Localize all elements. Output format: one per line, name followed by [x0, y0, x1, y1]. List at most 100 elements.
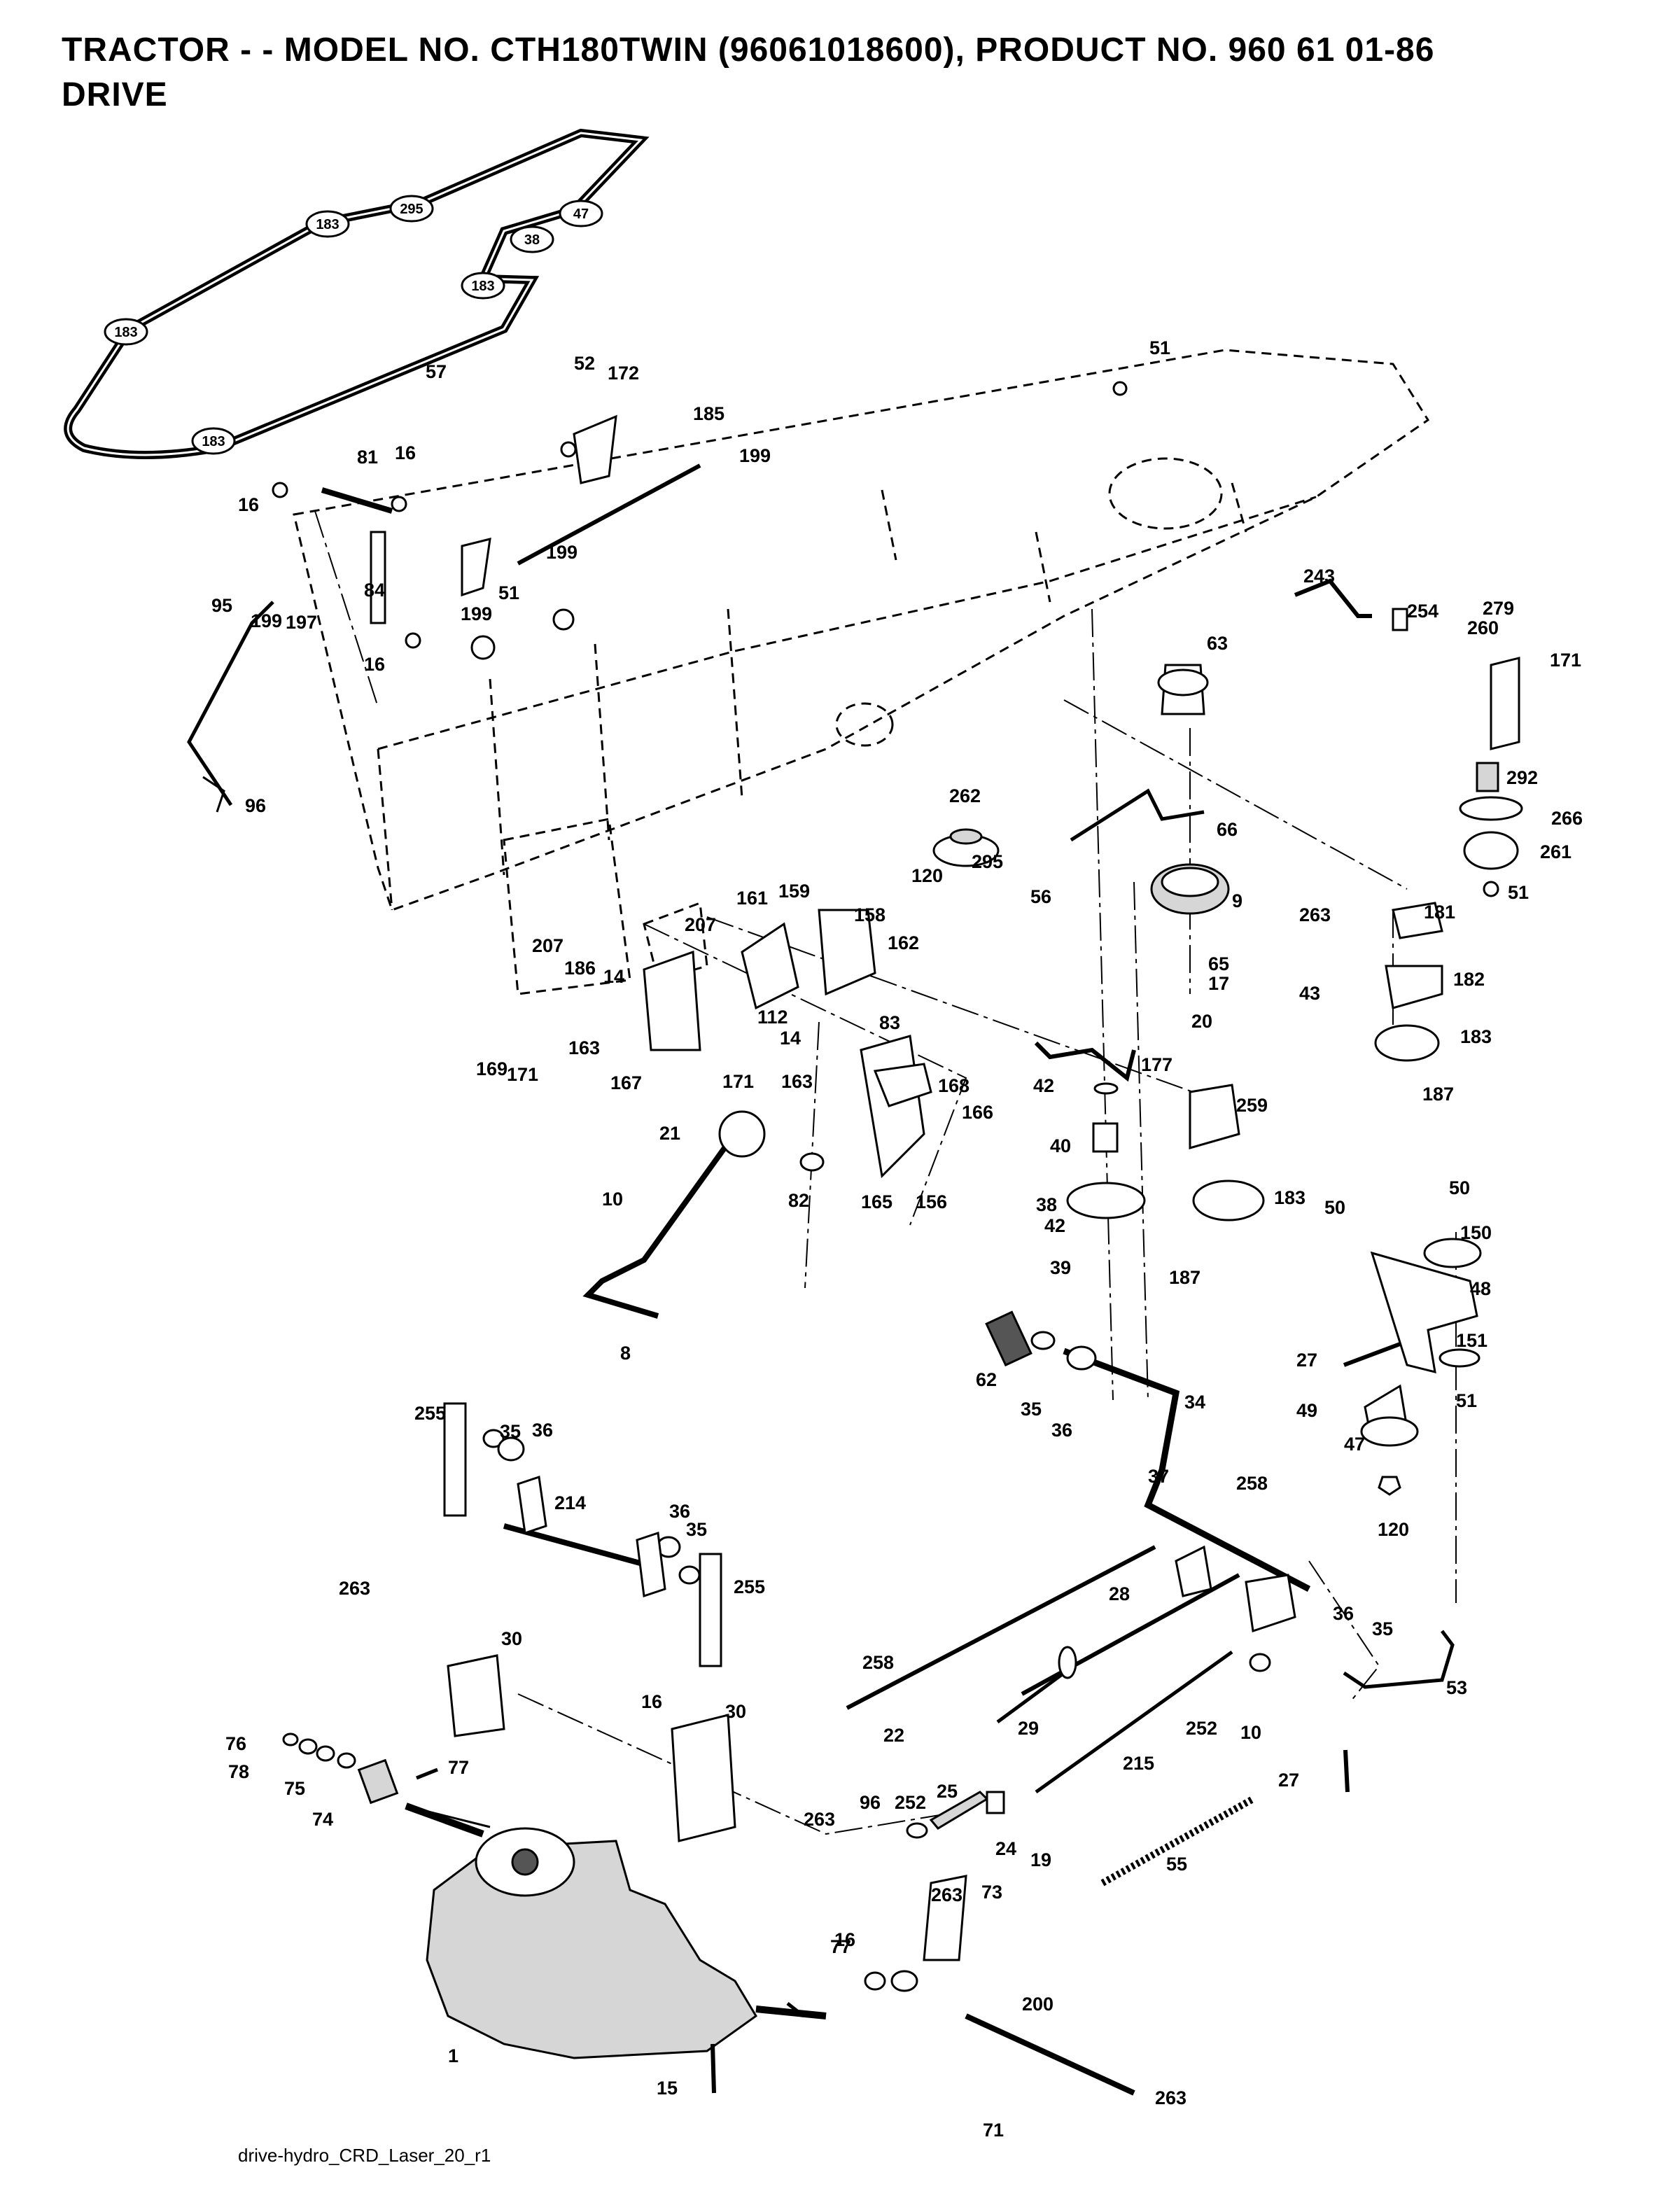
part-number-label: 20 [1191, 1011, 1212, 1032]
part-number-label: 27 [1278, 1770, 1299, 1791]
part-number-label: 183 [1274, 1187, 1306, 1208]
part-number-label: 177 [1141, 1054, 1172, 1075]
part-number-label: 163 [568, 1037, 600, 1058]
part-number-label: 207 [685, 914, 716, 935]
part-number-label: 84 [364, 580, 385, 601]
belt-pulley-badge: 47 [559, 200, 603, 227]
part-number-label: 263 [931, 1884, 962, 1905]
part-number-label: 187 [1169, 1267, 1200, 1288]
part-number-label: 49 [1296, 1400, 1317, 1421]
part-number-label: 197 [286, 612, 317, 633]
part-number-label: 50 [1324, 1197, 1345, 1218]
part-number-label: 16 [238, 494, 259, 515]
part-number-label: 29 [1018, 1718, 1039, 1739]
part-number-label: 95 [211, 595, 232, 616]
part-number-label: 167 [610, 1072, 642, 1093]
belt-badge-label: 183 [202, 434, 225, 449]
belt-badge-label: 38 [524, 232, 540, 248]
part-number-label: 266 [1551, 808, 1583, 829]
part-number-label: 17 [1208, 973, 1229, 994]
part-number-label: 37 [1148, 1466, 1169, 1487]
part-number-label: 40 [1050, 1135, 1071, 1156]
belt-pulley-badge: 38 [510, 225, 554, 253]
part-number-label: 10 [1240, 1722, 1261, 1743]
part-number-label: 10 [602, 1189, 623, 1210]
part-number-label: 255 [414, 1403, 446, 1424]
part-number-label: 200 [1022, 1994, 1054, 2015]
part-number-label: 83 [879, 1012, 900, 1033]
drive-belt [64, 128, 650, 459]
part-number-label: 165 [861, 1191, 892, 1212]
part-number-label: 35 [1372, 1618, 1393, 1639]
part-number-label: 52 [574, 353, 595, 374]
tractor-frame [293, 349, 1430, 995]
part-number-label: 30 [725, 1701, 746, 1722]
part-number-label: 262 [949, 785, 981, 806]
part-number-label: 181 [1424, 902, 1455, 923]
part-number-label: 35 [1021, 1399, 1042, 1420]
part-number-label: 65 [1208, 953, 1229, 974]
belt-pulley-badge: 183 [461, 272, 505, 300]
part-number-label: 263 [339, 1578, 370, 1599]
part-number-label: 36 [669, 1501, 690, 1522]
part-number-label: 254 [1407, 601, 1438, 622]
part-number-label: 16 [364, 654, 385, 675]
part-number-label: 112 [757, 1007, 788, 1028]
drawing-id: drive-hydro_CRD_Laser_20_r1 [238, 2145, 491, 2166]
part-number-label: 50 [1449, 1177, 1470, 1198]
part-number-label: 259 [1236, 1095, 1268, 1116]
part-number-label: 199 [461, 603, 492, 624]
part-number-label: 39 [1050, 1257, 1071, 1278]
part-number-label: 9 [1232, 890, 1242, 911]
part-number-label: 252 [895, 1792, 926, 1813]
part-number-label: 19 [1030, 1849, 1051, 1870]
part-number-label: 263 [1299, 904, 1331, 925]
part-number-label: 51 [1456, 1390, 1477, 1411]
part-number-label: 158 [854, 904, 886, 925]
part-number-label: 171 [1550, 650, 1581, 671]
part-number-label: 279 [1483, 598, 1514, 619]
part-number-label: 36 [1051, 1420, 1072, 1441]
part-number-label: 243 [1303, 566, 1335, 587]
part-number-label: 51 [498, 582, 519, 603]
part-number-label: 161 [736, 888, 768, 909]
part-number-label: 78 [228, 1761, 249, 1782]
part-number-label: 77 [830, 1936, 851, 1957]
part-number-label: 169 [476, 1058, 507, 1079]
part-number-label: 36 [532, 1420, 553, 1441]
part-number-label: 1 [448, 2045, 458, 2066]
part-number-label: 162 [888, 932, 919, 953]
part-number-label: 172 [608, 363, 639, 384]
part-number-label: 14 [603, 966, 624, 987]
part-number-label: 73 [981, 1882, 1002, 1903]
part-number-label: 53 [1446, 1677, 1467, 1698]
part-number-label: 82 [788, 1190, 809, 1211]
part-number-label: 156 [916, 1191, 947, 1212]
part-number-label: 258 [1236, 1473, 1268, 1494]
part-number-label: 75 [284, 1778, 305, 1799]
belt-badge-label: 183 [316, 217, 339, 232]
part-number-label: 30 [501, 1628, 522, 1649]
part-number-label: 35 [686, 1519, 707, 1540]
belt-badge-label: 295 [400, 202, 423, 217]
part-number-label: 77 [448, 1757, 469, 1778]
part-number-label: 171 [507, 1064, 538, 1085]
part-number-label: 261 [1540, 841, 1572, 862]
part-number-label: 183 [1460, 1026, 1492, 1047]
part-number-label: 42 [1044, 1215, 1065, 1236]
part-number-label: 96 [245, 795, 266, 816]
part-number-label: 34 [1184, 1392, 1205, 1413]
part-number-label: 48 [1470, 1278, 1491, 1299]
part-number-label: 168 [938, 1075, 969, 1096]
part-number-label: 38 [1036, 1194, 1057, 1215]
part-number-label: 8 [620, 1343, 631, 1364]
part-number-label: 252 [1186, 1718, 1217, 1739]
part-number-label: 16 [834, 1929, 855, 1950]
part-number-label: 25 [937, 1781, 958, 1802]
part-number-label: 207 [532, 935, 564, 956]
belt-pulley-badge: 295 [389, 195, 434, 223]
part-number-label: 71 [983, 2120, 1004, 2141]
part-number-label: 22 [883, 1725, 904, 1746]
part-number-label: 21 [659, 1123, 680, 1144]
